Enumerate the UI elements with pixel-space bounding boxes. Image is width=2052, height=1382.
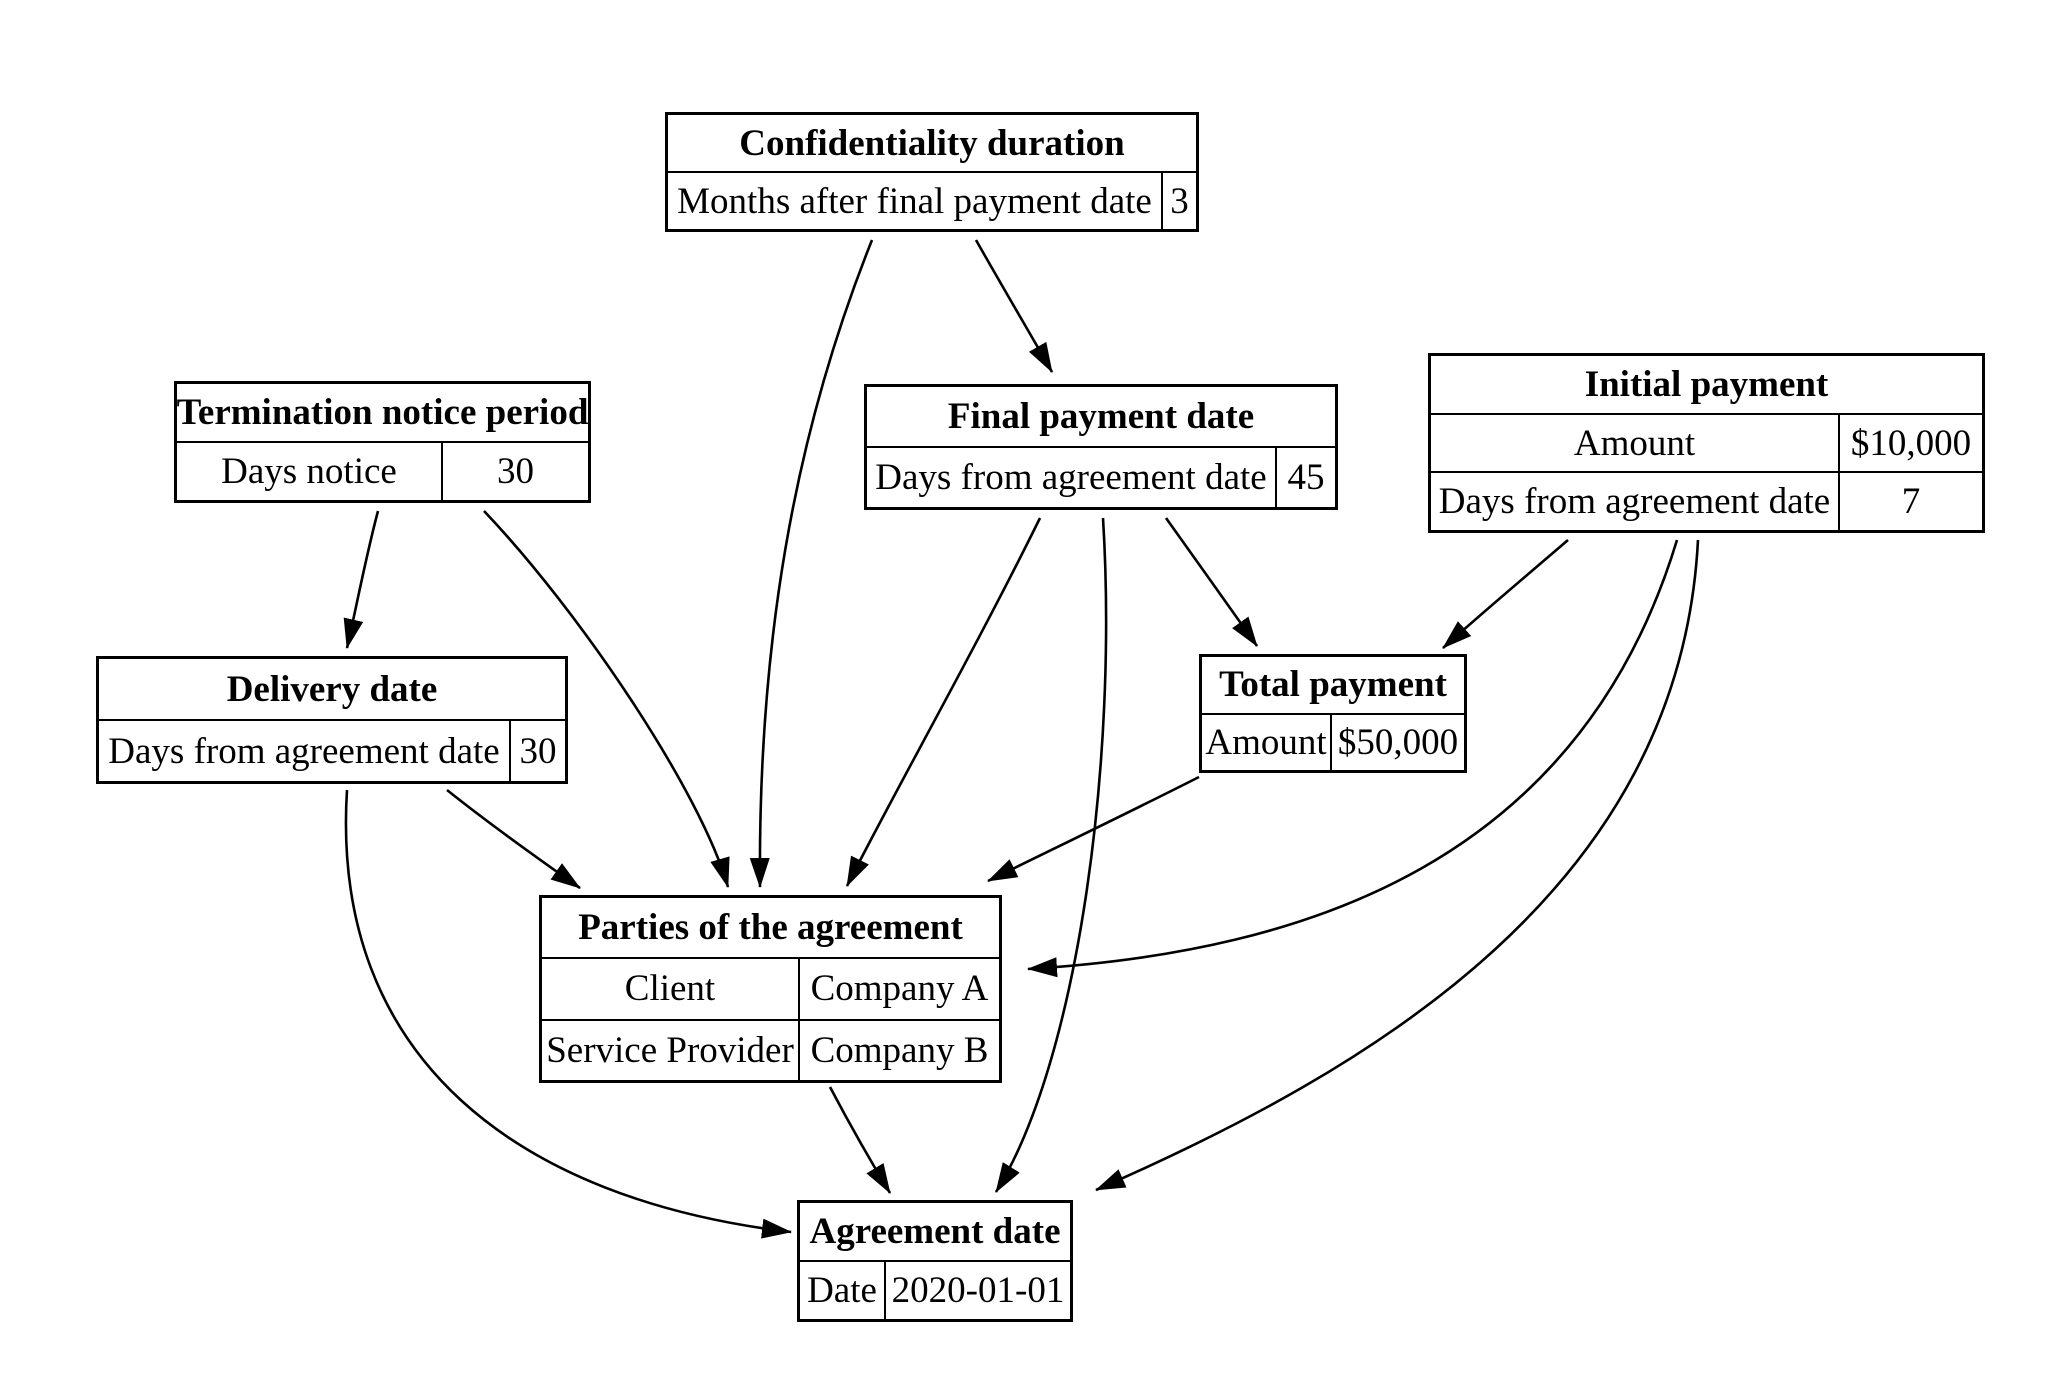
edge-final-payment-date-to-parties <box>845 517 1042 887</box>
row-value: Company B <box>810 1029 989 1071</box>
node-title: Delivery date <box>226 668 438 710</box>
edge-termination-notice-period-to-parties <box>483 510 730 888</box>
table-row: Days from agreement date 30 <box>99 719 565 781</box>
row-value: $50,000 <box>1337 721 1459 763</box>
row-label: Days from agreement date <box>867 448 1277 507</box>
row-label: Days from agreement date <box>1431 473 1840 531</box>
row-value: 45 <box>1287 457 1325 498</box>
table-row: Client Company A <box>542 957 999 1019</box>
edge-initial-payment-to-total-payment <box>1442 539 1569 649</box>
node-delivery-date: Delivery date Days from agreement date 3… <box>96 656 568 784</box>
edge-final-payment-date-to-total-payment <box>1164 517 1259 647</box>
edge-parties-to-agreement-date <box>828 1086 892 1194</box>
table-row: Amount $50,000 <box>1202 712 1464 770</box>
table-row: Amount $10,000 <box>1431 412 1982 472</box>
row-value: 2020-01-01 <box>891 1270 1065 1311</box>
table-row: Days from agreement date 45 <box>867 446 1335 507</box>
table-row: Months after final payment date 3 <box>668 171 1196 229</box>
edge-delivery-date-to-agreement-date <box>344 789 792 1239</box>
node-title: Confidentiality duration <box>739 122 1125 164</box>
node-final-payment-date: Final payment date Days from agreement d… <box>864 384 1338 510</box>
row-value: 3 <box>1170 180 1189 222</box>
row-label: Amount <box>1202 714 1332 770</box>
node-initial-payment: Initial payment Amount $10,000 Days from… <box>1428 353 1985 533</box>
edge-confidentiality-duration-to-final-payment-date <box>974 239 1054 373</box>
row-label: Date <box>800 1262 886 1319</box>
node-parties-of-the-agreement: Parties of the agreement Client Company … <box>539 895 1002 1083</box>
node-agreement-date: Agreement date Date 2020-01-01 <box>797 1200 1073 1322</box>
node-termination-notice-period: Termination notice period Days notice 30 <box>174 381 591 503</box>
edge-confidentiality-duration-to-parties <box>749 239 874 888</box>
row-value: 7 <box>1901 481 1921 523</box>
row-label: Service Provider <box>542 1020 800 1080</box>
row-value: 30 <box>519 730 557 772</box>
table-row: Days notice 30 <box>177 441 588 500</box>
edge-delivery-date-to-parties <box>446 788 581 890</box>
row-label: Days notice <box>177 443 443 500</box>
row-label: Months after final payment date <box>668 173 1163 229</box>
row-value: $10,000 <box>1850 422 1972 464</box>
node-total-payment: Total payment Amount $50,000 <box>1199 654 1467 773</box>
node-title: Agreement date <box>809 1211 1061 1252</box>
table-row: Days from agreement date 7 <box>1431 471 1982 531</box>
node-title: Total payment <box>1219 664 1447 706</box>
edge-initial-payment-to-agreement-date <box>1095 539 1700 1192</box>
row-label: Days from agreement date <box>99 721 511 781</box>
edge-final-payment-date-to-agreement-date <box>994 517 1108 1193</box>
edge-termination-notice-period-to-delivery-date <box>343 510 380 649</box>
edge-initial-payment-to-parties <box>1027 539 1679 978</box>
node-title: Termination notice period <box>176 392 589 433</box>
edge-total-payment-to-parties <box>987 775 1200 883</box>
row-label: Amount <box>1431 414 1840 472</box>
table-row: Service Provider Company B <box>542 1018 999 1080</box>
row-value: Company A <box>810 968 989 1010</box>
node-confidentiality-duration: Confidentiality duration Months after fi… <box>665 112 1199 232</box>
row-label: Client <box>542 959 800 1019</box>
row-value: 30 <box>497 451 534 492</box>
table-row: Date 2020-01-01 <box>800 1260 1070 1319</box>
node-title: Parties of the agreement <box>578 907 963 949</box>
node-title: Final payment date <box>947 396 1255 437</box>
node-title: Initial payment <box>1584 363 1829 405</box>
